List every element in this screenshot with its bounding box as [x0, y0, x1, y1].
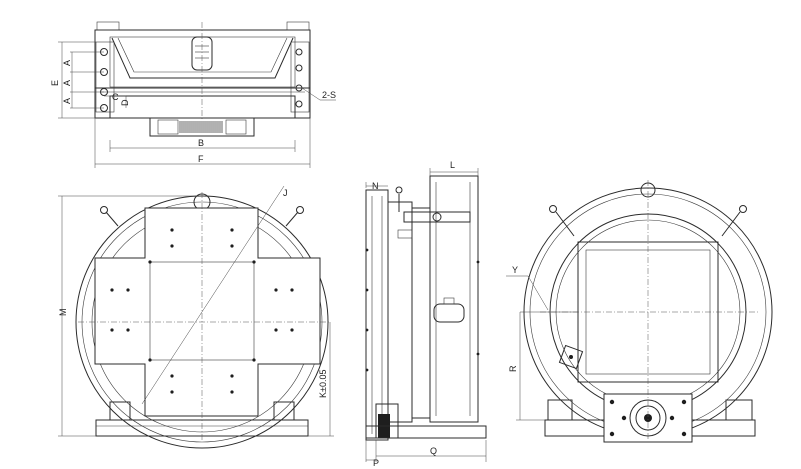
label-D: D: [120, 99, 130, 106]
label-A-top: A: [62, 60, 72, 66]
side-view: N L P Q: [365, 160, 487, 468]
label-Y: Y: [512, 265, 518, 275]
front-view: J M K±0.05: [58, 185, 334, 449]
label-Q: Q: [430, 446, 437, 456]
top-view: E A A A C D 2-S B F: [50, 21, 336, 168]
rear-view: Y R: [506, 180, 773, 443]
label-B: B: [198, 138, 204, 148]
label-R: R: [508, 365, 518, 372]
label-A-mid: A: [62, 80, 72, 86]
label-A-bottom: A: [62, 98, 72, 104]
label-L: L: [450, 160, 455, 170]
label-P: P: [373, 458, 379, 468]
label-C: C: [112, 92, 119, 102]
label-F: F: [198, 154, 204, 164]
label-N: N: [372, 181, 379, 191]
label-2-S: 2-S: [322, 90, 336, 100]
label-J: J: [283, 188, 288, 198]
label-K: K±0.05: [318, 370, 328, 398]
label-E: E: [50, 80, 60, 86]
label-M: M: [58, 309, 68, 317]
